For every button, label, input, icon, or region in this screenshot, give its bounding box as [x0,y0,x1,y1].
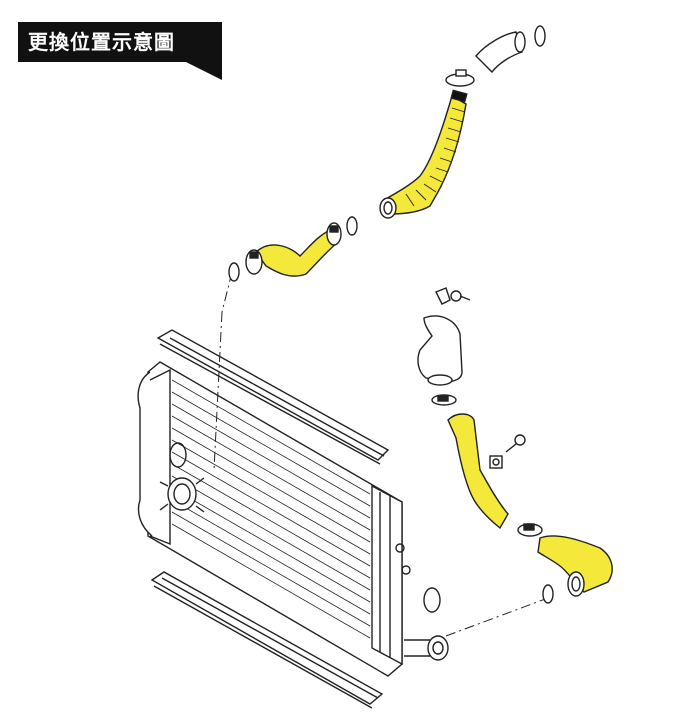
intercooler-right-oring [423,587,441,613]
lower-curved-hose [537,535,613,593]
mounting-bolt [505,434,526,453]
sensor-bracket [435,287,471,305]
intercooler-fins [171,379,371,639]
white-angled-pipe [417,315,463,383]
middle-hose-oring-left [228,262,240,282]
intercooler-core [137,361,449,677]
intercooler-left-oring [169,442,187,468]
intercooler [137,329,449,709]
middle-hose-clamps [245,222,342,275]
title-badge-box [18,22,222,62]
corrugated-hose [383,94,467,215]
intercooler-left-port [159,477,205,513]
middle-hose-oring-right [346,216,358,236]
intercooler-right-port [404,635,449,661]
upper-pipe-oring [534,25,546,47]
bottom-clamp [517,523,543,537]
middle-s-hose [255,229,339,277]
lower-hose-assembly [417,287,613,604]
intercooler-bottom-bar [150,571,384,709]
lower-pipe-clamp [431,394,457,406]
pipe-sensor [489,455,503,469]
corrugation-rings [405,107,466,207]
title-badge-tail [186,62,222,80]
upper-clamp [445,69,475,87]
long-bent-pipe [447,413,509,530]
upper-hose-assembly [228,25,546,282]
diagram-title: 更換位置示意圖 [28,30,175,54]
lower-hose-oring [542,584,554,604]
intercooler-top-bar [156,329,390,465]
